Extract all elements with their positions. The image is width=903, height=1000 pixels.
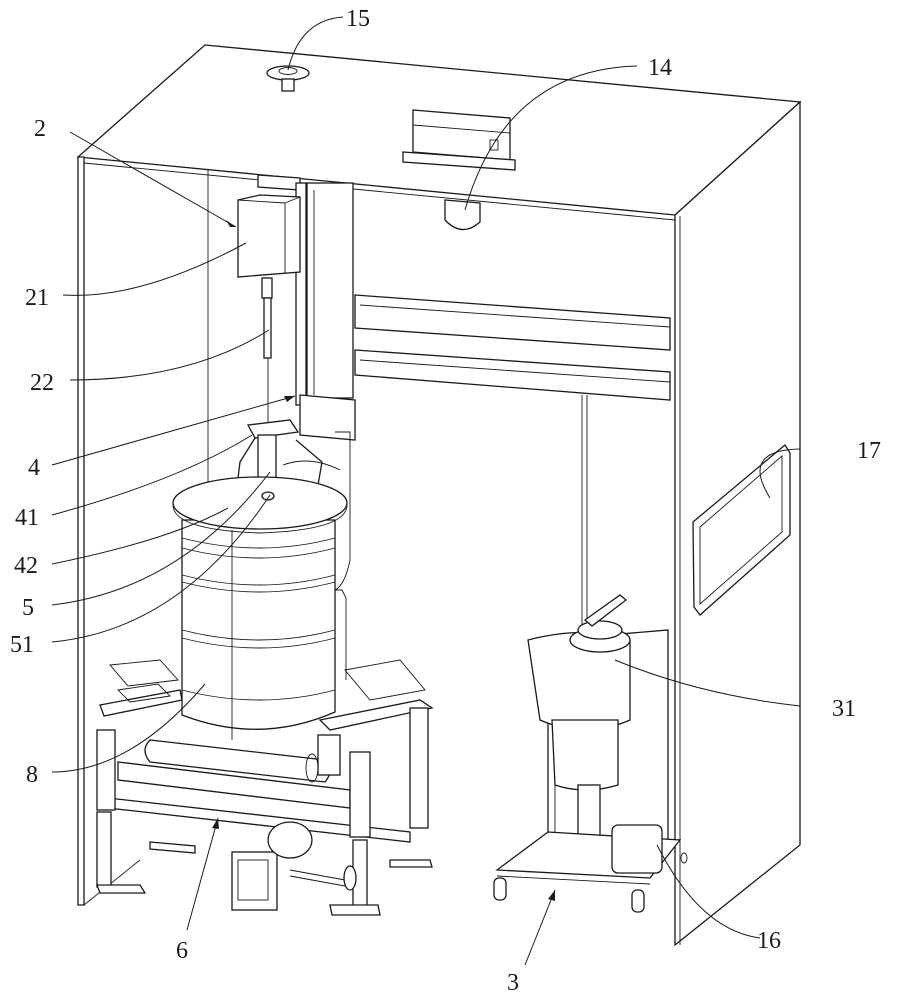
label-14: 14 bbox=[648, 55, 672, 81]
label-2: 2 bbox=[34, 116, 46, 142]
cart-unit-3 bbox=[493, 594, 688, 913]
label-22: 22 bbox=[30, 370, 54, 396]
label-4: 4 bbox=[28, 455, 40, 481]
base-frame-6 bbox=[96, 659, 434, 916]
label-31: 31 bbox=[832, 696, 856, 722]
barrel-5 bbox=[172, 431, 351, 740]
label-16: 16 bbox=[757, 928, 781, 954]
label-3: 3 bbox=[507, 970, 519, 996]
label-17: 17 bbox=[857, 438, 881, 464]
vertical-column bbox=[257, 174, 356, 441]
horizontal-rail bbox=[354, 294, 671, 401]
label-15: 15 bbox=[346, 6, 370, 32]
label-42: 42 bbox=[14, 553, 38, 579]
top-box-14 bbox=[402, 109, 516, 231]
top-fitting-15 bbox=[266, 65, 310, 92]
motor-box-21 bbox=[237, 194, 301, 278]
label-5: 5 bbox=[22, 595, 34, 621]
label-21: 21 bbox=[25, 285, 49, 311]
spindle-22 bbox=[261, 277, 273, 440]
leader-lines bbox=[51, 16, 801, 966]
window-17 bbox=[692, 444, 791, 616]
reference-labels: 15 14 2 21 22 4 41 42 5 51 8 6 3 16 31 1… bbox=[10, 6, 881, 996]
label-51: 51 bbox=[10, 632, 34, 658]
label-8: 8 bbox=[26, 762, 38, 788]
label-6: 6 bbox=[176, 938, 188, 964]
label-41: 41 bbox=[15, 505, 39, 531]
